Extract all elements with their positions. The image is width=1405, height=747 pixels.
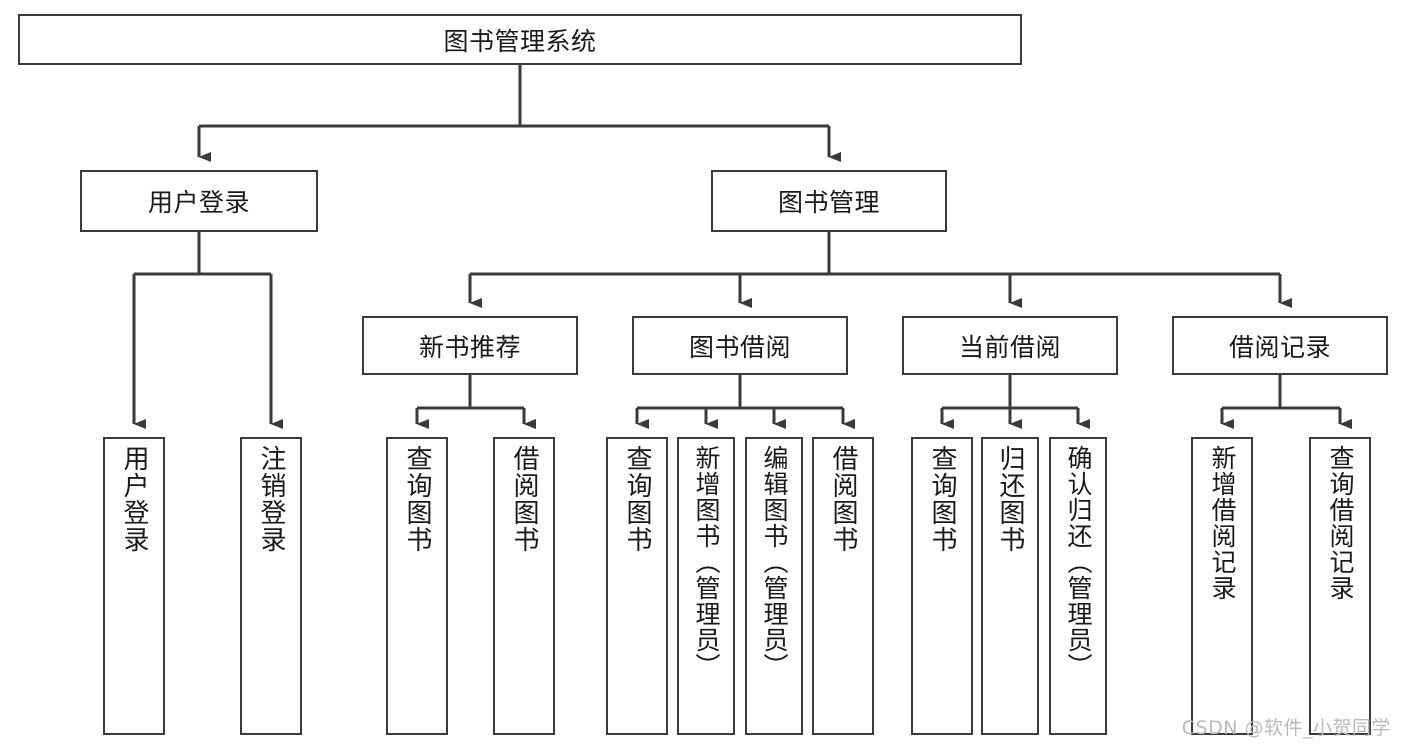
node-label: 借阅记录 <box>1228 332 1331 362</box>
node-label: 查询图书 <box>622 445 653 553</box>
node-label: 编辑图书（管理员） <box>760 445 789 679</box>
node-leaf-add-book[interactable]: 新增图书（管理员） <box>677 437 735 735</box>
node-leaf-edit-book[interactable]: 编辑图书（管理员） <box>745 437 803 735</box>
node-leaf-query-book-2[interactable]: 查询图书 <box>606 437 668 735</box>
node-book-management[interactable]: 图书管理 <box>711 170 947 232</box>
node-leaf-query-book-3[interactable]: 查询图书 <box>911 437 973 735</box>
node-label: 当前借阅 <box>958 332 1061 362</box>
node-label: 新书推荐 <box>418 332 521 362</box>
node-label: 用户登录 <box>147 188 250 217</box>
node-leaf-confirm-return[interactable]: 确认归还（管理员） <box>1049 437 1107 735</box>
node-leaf-borrow-book-2[interactable]: 借阅图书 <box>812 437 874 735</box>
node-leaf-borrow-book-1[interactable]: 借阅图书 <box>493 437 555 735</box>
node-new-book-recommend[interactable]: 新书推荐 <box>362 316 578 375</box>
node-label: 新增借阅记录 <box>1208 445 1237 601</box>
node-label: 归还图书 <box>995 445 1026 553</box>
node-label: 查询图书 <box>402 445 433 553</box>
node-book-borrow[interactable]: 图书借阅 <box>632 316 848 375</box>
watermark: CSDN @软件_小贺同学 <box>1181 717 1391 739</box>
node-label: 确认归还（管理员） <box>1064 445 1093 679</box>
node-leaf-query-record[interactable]: 查询借阅记录 <box>1309 437 1371 735</box>
node-leaf-user-login[interactable]: 用户登录 <box>103 437 165 735</box>
node-current-borrow[interactable]: 当前借阅 <box>902 316 1118 375</box>
node-label: 图书管理 <box>777 188 880 217</box>
node-label: 图书借阅 <box>688 332 791 362</box>
node-label: 查询图书 <box>927 445 958 553</box>
node-label: 查询借阅记录 <box>1326 445 1355 601</box>
node-label: 用户登录 <box>119 445 150 553</box>
node-label: 借阅图书 <box>828 445 859 553</box>
node-leaf-return-book[interactable]: 归还图书 <box>981 437 1039 735</box>
node-label: 新增图书（管理员） <box>692 445 721 679</box>
node-user-login[interactable]: 用户登录 <box>80 170 318 232</box>
node-leaf-logout-login[interactable]: 注销登录 <box>240 437 302 735</box>
node-borrow-record[interactable]: 借阅记录 <box>1172 316 1388 375</box>
node-root-book-management-system[interactable]: 图书管理系统 <box>18 14 1022 65</box>
node-label: 注销登录 <box>256 445 287 553</box>
node-label: 借阅图书 <box>509 445 540 553</box>
node-leaf-query-book-1[interactable]: 查询图书 <box>386 437 448 735</box>
node-leaf-add-record[interactable]: 新增借阅记录 <box>1191 437 1253 735</box>
node-label: 图书管理系统 <box>443 26 597 56</box>
